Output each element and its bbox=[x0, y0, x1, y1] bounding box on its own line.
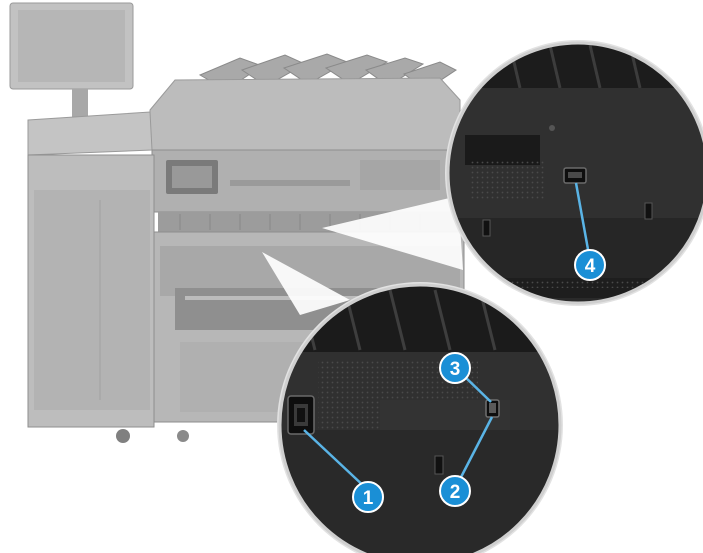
printer-illustration bbox=[9, 2, 465, 443]
callout-1: 1 bbox=[352, 481, 384, 513]
leader-line-1 bbox=[303, 429, 369, 491]
callout-2-label: 2 bbox=[450, 482, 461, 503]
power-socket-icon bbox=[287, 395, 315, 435]
callout-4-label: 4 bbox=[585, 256, 596, 277]
usb-port-icon bbox=[563, 167, 587, 184]
leader-line-2 bbox=[456, 416, 494, 484]
callout-3: 3 bbox=[439, 352, 471, 384]
callout-1-label: 1 bbox=[363, 488, 374, 509]
top-cover bbox=[149, 77, 461, 151]
callout-3-label: 3 bbox=[450, 359, 461, 380]
zoom-wedge-bottom bbox=[262, 252, 350, 315]
zoom-circle-usb bbox=[445, 40, 703, 306]
power-switch-icon bbox=[485, 399, 500, 418]
latch bbox=[644, 202, 653, 220]
leader-line-4 bbox=[574, 182, 591, 256]
caster-wheel bbox=[116, 429, 130, 443]
callout-4: 4 bbox=[574, 249, 606, 281]
callout-2: 2 bbox=[439, 475, 471, 507]
latch bbox=[434, 455, 444, 475]
latch bbox=[482, 219, 491, 237]
caster-wheel bbox=[177, 430, 189, 442]
zoom-wedge-top bbox=[322, 196, 463, 270]
